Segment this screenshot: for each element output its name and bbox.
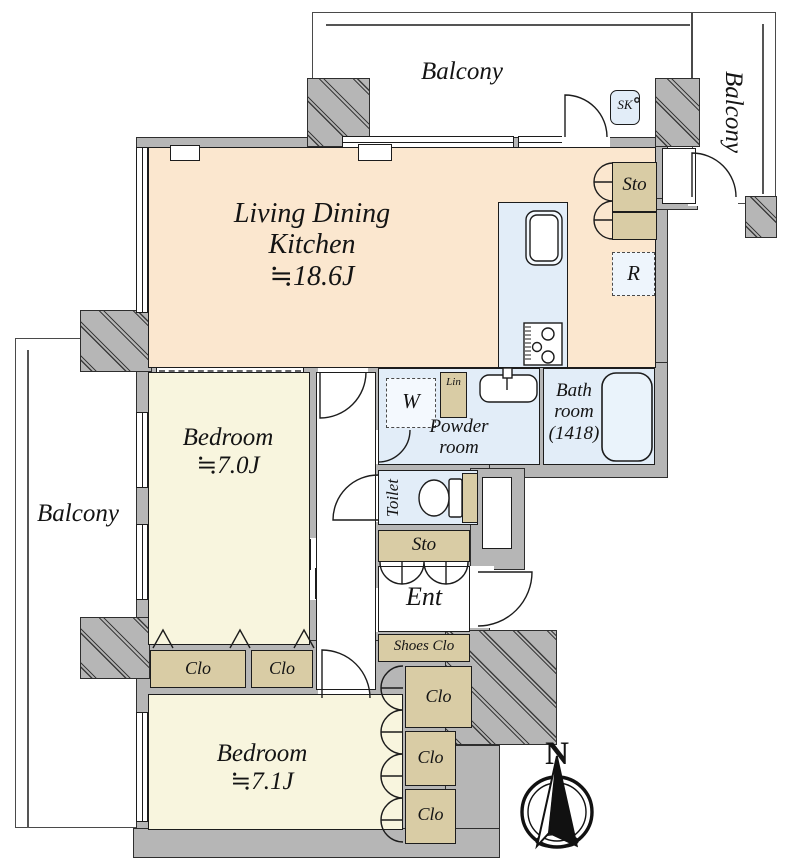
duct-notch-2 xyxy=(358,144,392,161)
powder-room-label: Powder room xyxy=(429,416,489,459)
kitchen-island xyxy=(498,202,568,368)
bedroom1-area: ≒7.0J xyxy=(196,452,260,479)
hall-sto-label: Sto xyxy=(411,534,437,555)
balcony-top-inner-rail xyxy=(326,24,690,26)
clo5-label: Clo xyxy=(417,804,444,824)
closet-bedroom1-right xyxy=(251,650,313,688)
ldk-label: Living Dining Kitchen ≒18.6J xyxy=(162,198,462,292)
closet-bedroom2-mid xyxy=(405,731,456,786)
shoes-clo-label: Shoes Clo xyxy=(393,638,455,654)
bathroom-size: (1418) xyxy=(548,422,600,444)
toilet-counter xyxy=(462,473,478,523)
wall-pillar-balcony-top-right xyxy=(655,78,700,147)
opening-ldk-hall xyxy=(318,364,368,375)
duct-notch-1 xyxy=(170,145,200,161)
slop-sink xyxy=(610,90,640,125)
closet-shoes xyxy=(378,634,470,662)
fridge-space xyxy=(612,252,655,296)
clo1-label: Clo xyxy=(184,658,211,678)
clo2-label: Clo xyxy=(268,658,295,678)
bedroom2-area: ≒7.1J xyxy=(230,768,294,795)
clo4-label: Clo xyxy=(417,747,444,767)
room-bedroom2 xyxy=(148,694,403,830)
wall-right-balcony-step xyxy=(745,196,777,238)
window-bedroom1-left-2 xyxy=(136,524,148,600)
bedroom1-label: Bedroom ≒7.0J xyxy=(128,424,328,480)
closet-bedroom2-top xyxy=(405,666,472,728)
linen-shelf xyxy=(440,372,467,418)
bathroom-label: Bath room (1418) xyxy=(524,380,624,444)
room-ldk xyxy=(148,147,656,368)
opening-powder-door xyxy=(372,430,381,464)
wall-pillar-left-upper xyxy=(80,310,152,372)
kitchen-sto-label: Sto xyxy=(622,174,647,195)
balcony-right-inner-rail xyxy=(762,24,764,194)
balcony-right-label: Balcony xyxy=(720,71,747,153)
balcony-top-label: Balcony xyxy=(421,58,503,85)
closet-bedroom2-bottom xyxy=(405,789,456,844)
kitchen-sto-divider xyxy=(613,211,656,213)
room-bedroom1 xyxy=(148,372,310,645)
linen-label: Lin xyxy=(446,376,461,388)
balcony-left xyxy=(15,338,140,828)
opening-ent-hall xyxy=(372,588,381,632)
ent-label: Ent xyxy=(405,582,443,611)
sk-label: SK xyxy=(617,97,633,112)
fridge-label: R xyxy=(627,261,640,285)
opening-alcove-balcony xyxy=(688,196,738,206)
closet-hall-sto xyxy=(378,530,470,562)
window-ldk-left-wall xyxy=(136,147,148,313)
bedroom2-label: Bedroom ≒7.1J xyxy=(162,740,362,796)
service-alcove xyxy=(662,148,696,204)
compass-north-label: N xyxy=(545,736,569,772)
window-bedroom1-left-1 xyxy=(136,412,148,488)
washer-label: W xyxy=(402,389,420,413)
clo3-label: Clo xyxy=(425,686,452,706)
wall-pillar-left-lower xyxy=(80,617,150,679)
washer-space xyxy=(386,378,436,428)
wall-pillar-balcony-top-left xyxy=(307,78,370,147)
window-bedroom2-left xyxy=(136,712,148,822)
balcony-left-label: Balcony xyxy=(37,500,119,527)
closet-bedroom1-left xyxy=(150,650,246,688)
opening-balcony-door xyxy=(562,136,610,149)
toilet-label: Toilet xyxy=(383,478,402,518)
balcony-left-inner-rail xyxy=(27,350,29,828)
room-hallway xyxy=(316,372,376,690)
ldk-area: ≒18.6J xyxy=(269,260,355,292)
meter-box-niche xyxy=(482,477,512,549)
